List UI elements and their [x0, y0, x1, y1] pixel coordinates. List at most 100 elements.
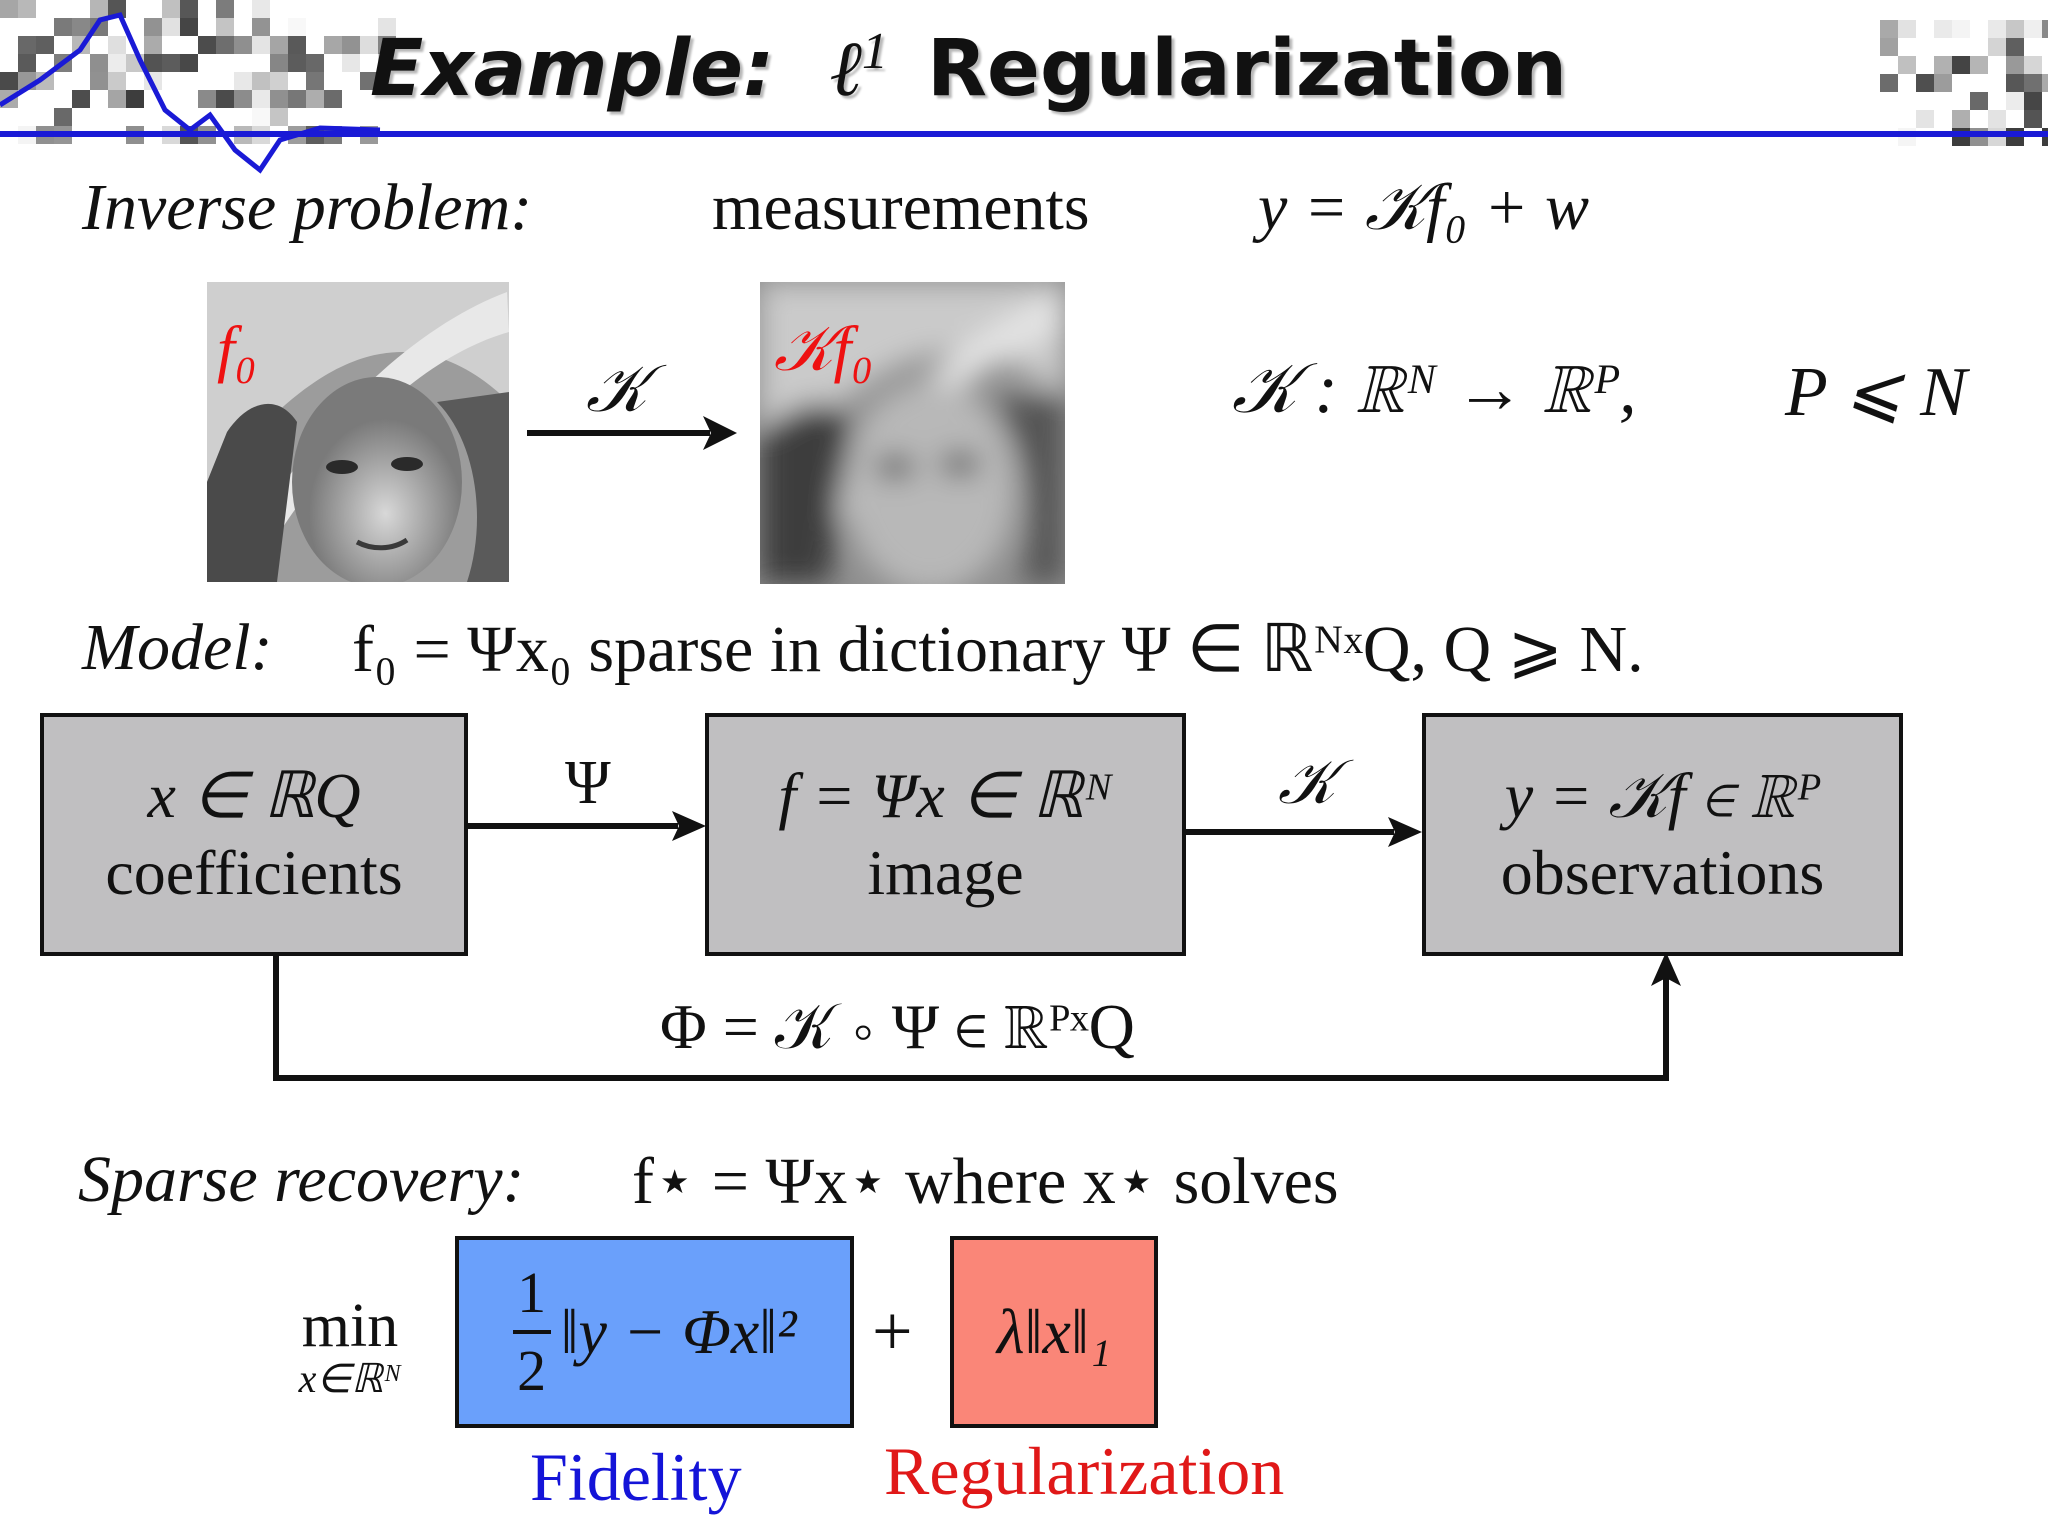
mosaic-tile — [180, 54, 198, 72]
mosaic-tile — [1916, 110, 1934, 128]
mosaic-tile — [162, 18, 180, 36]
mosaic-tile — [2042, 128, 2048, 146]
mosaic-tile — [54, 18, 72, 36]
measurement-equation: y = 𝒦f₀ + w — [1258, 171, 1589, 244]
mosaic-tile — [234, 36, 252, 54]
mosaic-tile — [270, 90, 288, 108]
phi-path-arrow — [273, 952, 1681, 1081]
mosaic-tile — [1880, 74, 1898, 92]
observations-word: observations — [1500, 836, 1825, 908]
mosaic-tile — [180, 18, 198, 36]
operator-constraint: P ⩽ N — [1785, 354, 1967, 431]
mosaic-tile — [2006, 20, 2024, 38]
mosaic-tile — [252, 90, 270, 108]
mosaic-tile — [378, 18, 396, 36]
mosaic-tile — [342, 36, 360, 54]
coefficients-math: x ∈ ℝQ — [147, 759, 361, 831]
image-math: f = Ψx ∈ ℝᴺ — [778, 759, 1113, 831]
mosaic-tile — [216, 36, 234, 54]
mosaic-tile — [270, 72, 288, 90]
header-mosaic — [0, 0, 2048, 174]
mosaic-tile — [378, 36, 396, 54]
mosaic-tile — [72, 18, 90, 36]
mosaic-tile — [198, 90, 216, 108]
mosaic-tile — [252, 18, 270, 36]
mosaic-tile — [36, 36, 54, 54]
mosaic-tile — [2006, 92, 2024, 110]
mosaic-tile — [72, 90, 90, 108]
fidelity-box: 1 2 ‖y − Φx‖² — [455, 1236, 854, 1428]
arrow-psi — [466, 811, 706, 841]
mosaic-tile — [216, 90, 234, 108]
regularization-box: λ‖x‖₁ — [950, 1236, 1158, 1428]
mosaic-tile — [270, 108, 288, 126]
mosaic-tile — [1880, 38, 1898, 56]
mosaic-tile — [288, 18, 306, 36]
mosaic-tile — [1952, 110, 1970, 128]
mosaic-tile — [108, 54, 126, 72]
mosaic-tile — [1988, 20, 2006, 38]
mosaic-tile — [198, 36, 216, 54]
fidelity-denominator: 2 — [517, 1338, 547, 1403]
arrow-k-label: 𝒦 — [1278, 749, 1336, 817]
inverse-problem-label: Inverse problem: — [82, 171, 533, 244]
mosaic-tile — [54, 108, 72, 126]
mosaic-tile — [306, 72, 324, 90]
sparse-recovery-label: Sparse recovery: — [78, 1143, 525, 1216]
mosaic-tile — [108, 72, 126, 90]
mosaic-tile — [270, 36, 288, 54]
mosaic-tile — [18, 0, 36, 18]
mosaic-tile — [18, 36, 36, 54]
image-arrow — [527, 416, 737, 450]
title-ell-symbol: ℓ1 — [829, 23, 888, 112]
mosaic-tile — [144, 54, 162, 72]
mosaic-tile — [2006, 56, 2024, 74]
slide-title: Example: ℓ1 Regularization — [370, 22, 1567, 114]
min-word: min — [301, 1292, 399, 1360]
header-signal-line — [0, 12, 381, 174]
fidelity-caption: Fidelity — [530, 1439, 742, 1515]
mosaic-tile — [1934, 74, 1952, 92]
mosaic-tile — [252, 0, 270, 18]
blurred-image: 𝒦f₀ — [760, 282, 1065, 584]
mosaic-tile — [1970, 56, 1988, 74]
mosaic-tile — [108, 36, 126, 54]
mosaic-tile — [378, 54, 396, 72]
regularization-caption: Regularization — [884, 1433, 1285, 1509]
fraction-bar — [512, 1330, 551, 1334]
image-arrow-label: 𝒦 — [586, 353, 648, 426]
min-subscript: x∈ℝᴺ — [298, 1356, 402, 1401]
mosaic-tile — [360, 72, 378, 90]
mosaic-tile — [270, 54, 288, 72]
mosaic-tile — [1952, 20, 1970, 38]
mosaic-tile — [234, 72, 252, 90]
arrow-psi-label: Ψ — [565, 749, 611, 817]
mosaic-tile — [288, 36, 306, 54]
mosaic-tile — [252, 36, 270, 54]
mosaic-tile — [90, 0, 108, 18]
mosaic-tile — [288, 54, 306, 72]
fidelity-expression: ‖y − Φx‖² — [560, 1296, 797, 1367]
mosaic-tile — [324, 36, 342, 54]
mosaic-tile — [1916, 74, 1934, 92]
mosaic-tile — [2024, 56, 2042, 74]
plus-sign: + — [872, 1291, 913, 1371]
mosaic-tile — [360, 36, 378, 54]
mosaic-tile — [1952, 56, 1970, 74]
observations-math: y = 𝒦f ∈ ℝᴾ — [1504, 759, 1821, 831]
mosaic-tile — [2042, 20, 2048, 38]
regularization-expression: λ‖x‖₁ — [996, 1296, 1112, 1367]
mosaic-tile — [180, 0, 198, 18]
mosaic-tile — [2024, 74, 2042, 92]
model-text: f₀ = Ψx₀ sparse in dictionary Ψ ∈ ℝᴺˣQ, … — [352, 613, 1644, 686]
mosaic-tile — [144, 36, 162, 54]
mosaic-tile — [90, 72, 108, 90]
min-operator: min x∈ℝᴺ — [270, 1295, 430, 1401]
title-suffix: Regularization — [926, 24, 1568, 114]
fidelity-numerator: 1 — [517, 1260, 547, 1325]
image-box: f = Ψx ∈ ℝᴺ image — [705, 713, 1186, 956]
mosaic-tile — [306, 54, 324, 72]
mosaic-tile — [108, 90, 126, 108]
original-image-label: f₀ — [217, 313, 258, 384]
image-word: image — [867, 836, 1024, 908]
